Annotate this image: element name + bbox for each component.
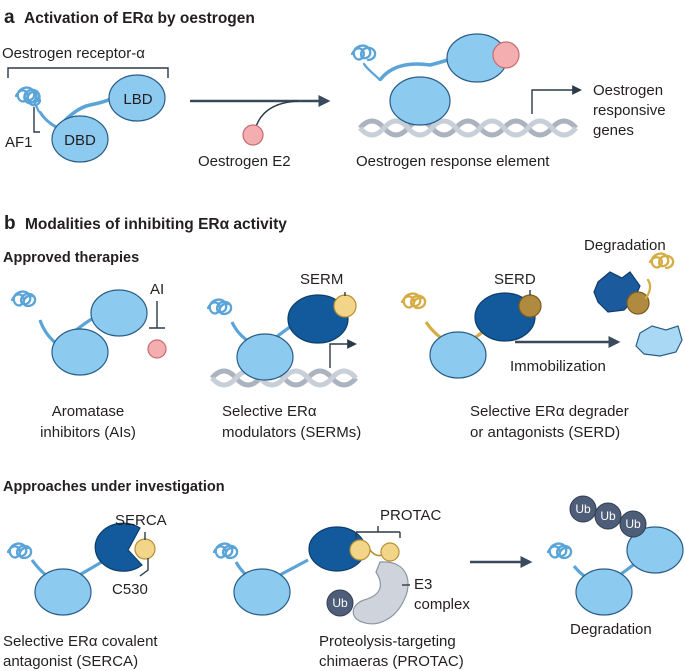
coil-icon xyxy=(206,298,233,316)
protac-e3-ligand-molecule xyxy=(380,542,400,562)
dna-helix-icon xyxy=(210,368,358,388)
serca-receptor xyxy=(6,522,156,616)
serd-caption-line2: or antagonists (SERD) xyxy=(470,424,620,441)
serm-transcription-arrow xyxy=(329,339,357,368)
protac-receptor: Ub xyxy=(212,526,409,625)
serca-drug-molecule xyxy=(134,538,156,560)
ub-label: Ub xyxy=(332,596,348,610)
inhibition-symbol xyxy=(149,301,165,329)
ai-receptor xyxy=(10,289,148,376)
degraded-fragments xyxy=(593,252,683,357)
dbd-bound xyxy=(389,76,451,126)
serm-drug-molecule xyxy=(333,294,357,318)
genes-label-line3: genes xyxy=(593,122,634,139)
protac-caption-line1: Proteolysis-targeting xyxy=(319,633,456,650)
dbd-label: DBD xyxy=(64,132,96,149)
serca-caption-line1: Selective ERα covalent xyxy=(3,633,158,650)
serca-tag: SERCA xyxy=(115,512,167,529)
ub-chain-1-label: Ub xyxy=(575,502,591,516)
c530-pointer xyxy=(139,558,149,577)
degradation-bottom-label: Degradation xyxy=(570,621,652,638)
c530-label: C530 xyxy=(112,581,148,598)
activated-receptor-complex xyxy=(350,33,578,138)
e3-label-line2: complex xyxy=(414,596,470,613)
coil-icon xyxy=(546,542,573,560)
protac-caption-line2: chimaeras (PROTAC) xyxy=(319,653,464,670)
af1-label: AF1 xyxy=(5,134,33,151)
ub-chain-2 xyxy=(594,502,622,530)
investigation-heading: Approaches under investigation xyxy=(3,479,225,495)
receptor-label: Oestrogen receptor-α xyxy=(2,45,145,62)
dna-helix-icon xyxy=(358,118,578,138)
af1-coil-active-icon xyxy=(350,44,382,82)
ub-chain-2-label: Ub xyxy=(600,509,616,523)
panel-b-title: Modalities of inhibiting ERα activity xyxy=(25,216,287,233)
serd-fragment-molecule xyxy=(626,291,650,315)
af1-pointer xyxy=(33,107,40,133)
serd-caption-line1: Selective ERα degrader xyxy=(470,403,629,420)
degradation-top-label: Degradation xyxy=(584,237,666,254)
transcription-arrow xyxy=(531,85,582,114)
panel-a-letter: a xyxy=(4,7,15,28)
ai-caption-line2: inhibitors (AIs) xyxy=(40,424,136,441)
response-element-label: Oestrogen response element xyxy=(356,153,550,170)
dbd-domain xyxy=(51,115,109,163)
ligand-label: Oestrogen E2 xyxy=(198,153,291,170)
ai-caption-line1: Aromatase xyxy=(52,403,125,420)
coil-icon xyxy=(400,292,427,310)
protac-tag: PROTAC xyxy=(380,507,442,524)
e3-label-line1: E3 xyxy=(414,576,432,593)
ub-chain-3-label: Ub xyxy=(625,517,641,531)
serd-receptor xyxy=(400,292,542,379)
genes-label-line2: responsive xyxy=(593,102,666,119)
serm-caption-line2: modulators (SERMs) xyxy=(222,424,361,441)
ub-chain-3 xyxy=(619,510,647,538)
e3-complex-shape xyxy=(352,561,409,625)
serd-tag: SERD xyxy=(494,271,536,288)
coil-icon xyxy=(6,542,33,560)
serm-tag: SERM xyxy=(300,271,343,288)
protac-warhead-molecule xyxy=(349,539,371,561)
ubiquitinated-receptor: Ub Ub Ub xyxy=(546,495,684,616)
coil-fragment-icon xyxy=(644,252,675,300)
ub-chain-1 xyxy=(569,495,597,523)
panel-b-letter: b xyxy=(4,213,16,234)
serca-caption-line2: antagonist (SERCA) xyxy=(3,653,138,670)
lbd-label: LBD xyxy=(123,91,152,108)
ub-molecule xyxy=(326,589,354,617)
serm-receptor xyxy=(206,294,358,388)
immobilization-label: Immobilization xyxy=(510,358,606,375)
oestrogen-blocked-molecule xyxy=(147,339,167,359)
lbd-domain xyxy=(108,74,166,122)
lbd-covalent-pocket xyxy=(94,522,143,572)
coil-icon xyxy=(10,290,37,308)
oestrogen-bound-molecule xyxy=(492,41,520,69)
coil-icon xyxy=(212,542,239,560)
serm-caption-line1: Selective ERα xyxy=(222,403,317,420)
approved-heading: Approved therapies xyxy=(3,250,139,266)
protac-bracket xyxy=(355,526,401,538)
af1-coil-icon xyxy=(14,86,42,114)
oestrogen-e2-molecule xyxy=(242,124,264,146)
ligand-joining-curve xyxy=(254,100,299,131)
er-alpha-receptor: DBD LBD AF1 xyxy=(5,74,166,163)
lbd-antagonist-conformation xyxy=(287,294,349,344)
ai-tag: AI xyxy=(150,281,164,298)
receptor-bracket xyxy=(7,67,169,78)
panel-a-title: Activation of ERα by oestrogen xyxy=(24,10,255,27)
genes-label-line1: Oestrogen xyxy=(593,82,663,99)
serd-drug-molecule xyxy=(518,294,542,318)
